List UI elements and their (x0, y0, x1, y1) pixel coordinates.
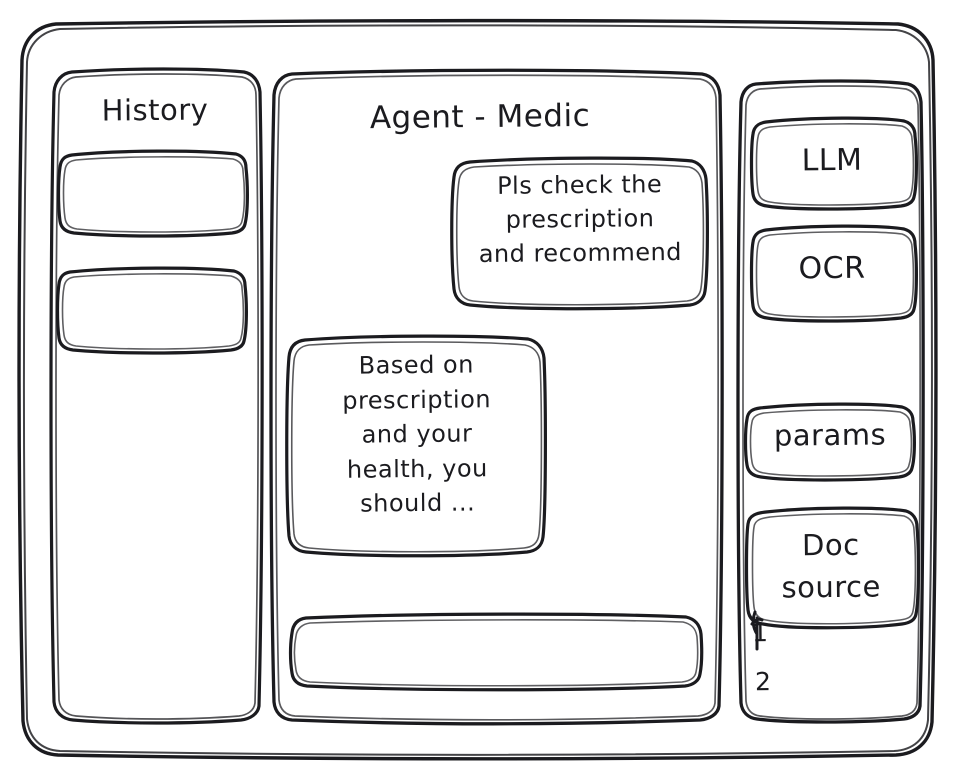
message-composer-input[interactable] (290, 614, 703, 690)
doc-source-item-1[interactable] (748, 610, 808, 654)
tool-ocr-button[interactable] (751, 225, 917, 321)
history-item-1[interactable] (58, 150, 248, 238)
tool-params-button[interactable] (745, 403, 915, 481)
composer-stroke (288, 612, 704, 692)
user-message-bubble[interactable] (452, 158, 708, 308)
history-item-2[interactable] (57, 267, 247, 355)
user-message-stroke (450, 156, 709, 311)
history-item-2-stroke (55, 266, 248, 355)
agent-message-stroke (285, 334, 547, 558)
window-frame-stroke (17, 18, 938, 761)
tool-llm-button[interactable] (751, 117, 917, 209)
tool-ocr-stroke (749, 224, 918, 323)
history-item-1-stroke (56, 149, 249, 238)
sidebar-right-stroke (736, 79, 925, 724)
doc-source-item-2[interactable] (748, 660, 808, 704)
tool-params-stroke (743, 402, 916, 482)
main-panel-stroke (269, 68, 724, 726)
doc-source-leader-stroke (750, 610, 764, 651)
tool-docsource-stroke (744, 506, 920, 630)
tool-llm-stroke (749, 116, 918, 211)
agent-message-bubble[interactable] (287, 336, 547, 556)
